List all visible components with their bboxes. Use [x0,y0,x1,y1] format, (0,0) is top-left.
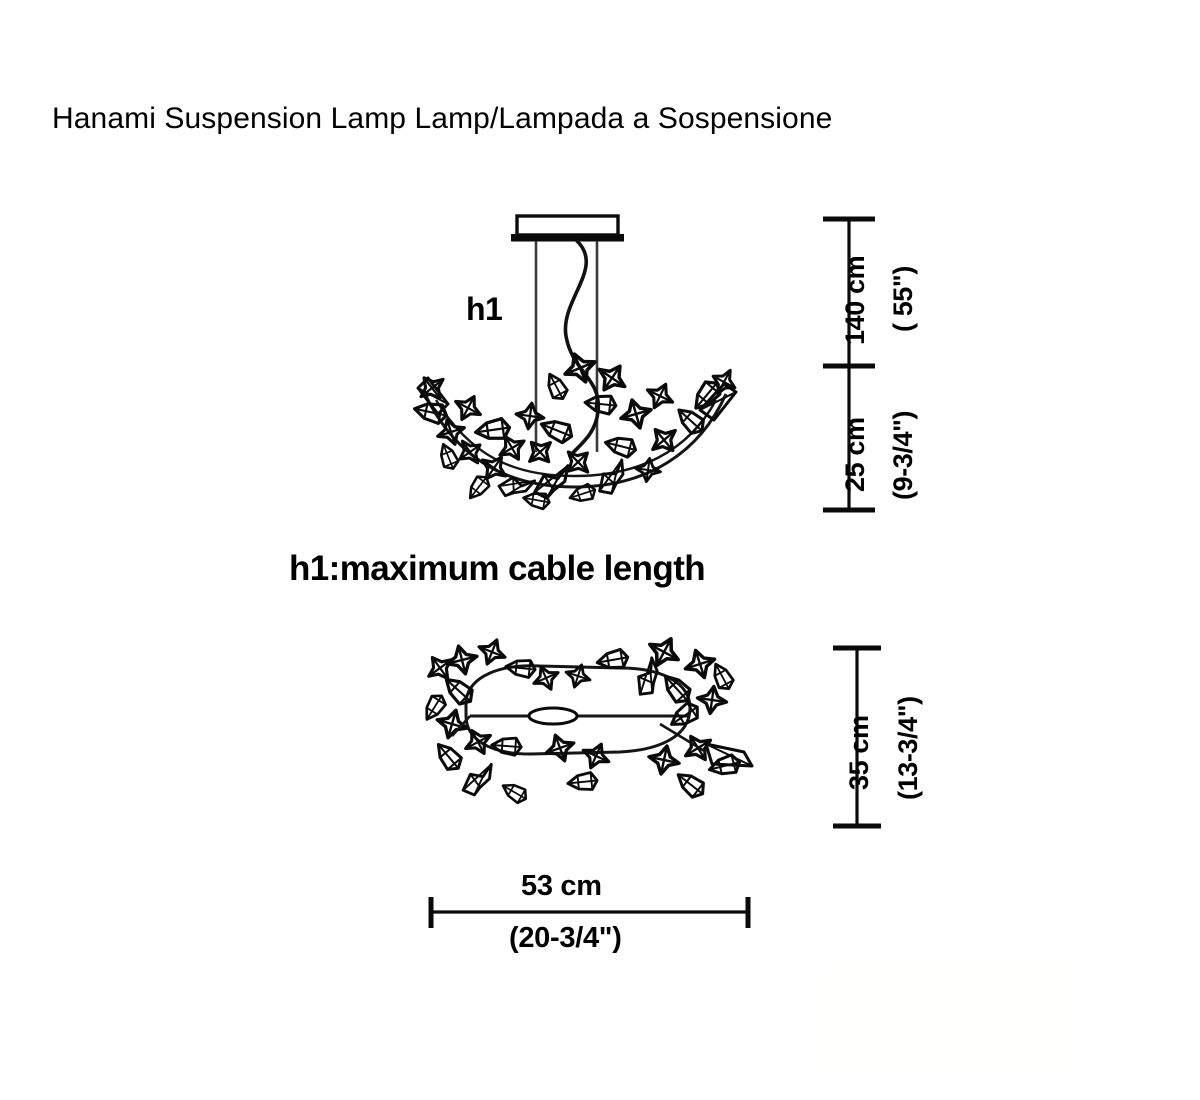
background-artifact [823,966,1066,1076]
dimension-drop-max-metric: 140 cm [840,255,870,345]
dimension-shade-height-imperial: (9-3/4") [888,410,918,500]
dimension-shade-height-metric: 25 cm [840,417,870,492]
horizontal-dimension-plan [428,897,751,928]
dimension-drop-max-imperial: ( 55") [888,266,918,332]
dimension-plan-width-metric: 53 cm [521,870,602,902]
vertical-dimension-elevation [823,216,875,513]
plan-view-shade [418,629,754,807]
page-title: Hanami Suspension Lamp Lamp/Lampada a So… [52,102,833,135]
vertical-dimension-plan [833,645,881,829]
cable-length-caption: h1:maximum cable length [289,549,706,588]
dimension-plan-depth-imperial: (13-3/4") [893,696,923,800]
elevation-shade [411,346,743,512]
cable-length-label: h1 [466,291,503,327]
dimension-plan-width-imperial: (20-3/4") [509,922,622,954]
dimension-plan-depth-metric: 35 cm [844,715,874,790]
ceiling-canopy [511,214,624,242]
